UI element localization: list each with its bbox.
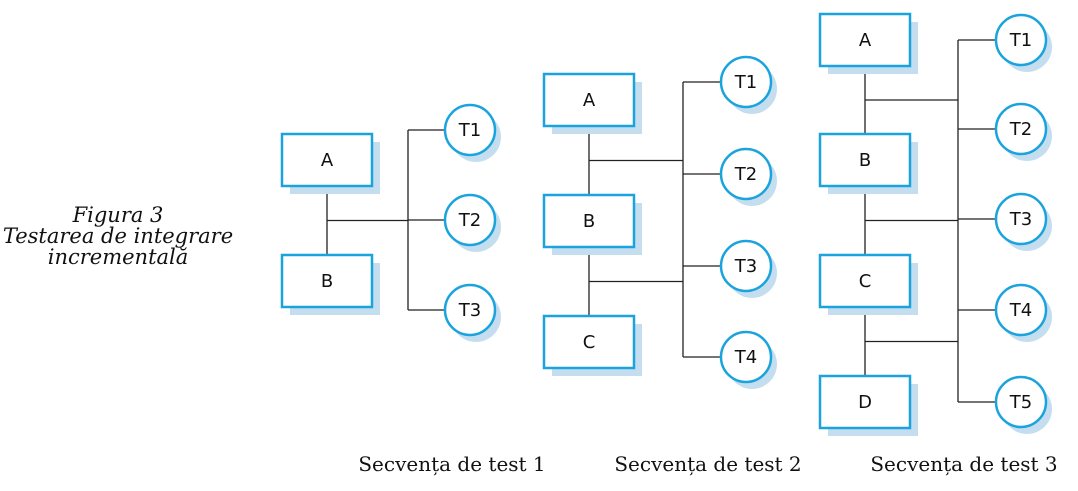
- module-label: A: [583, 90, 596, 111]
- sequence-3-label: Secvența de test 3: [870, 452, 1058, 476]
- module-rect: [542, 193, 636, 249]
- module-label: C: [583, 332, 596, 353]
- module-label: C: [859, 271, 872, 292]
- test-circle: [443, 193, 497, 247]
- module-box-a: A: [280, 132, 380, 194]
- test-circle: [994, 102, 1048, 156]
- module-label: D: [858, 392, 872, 413]
- caption-line-2: Testarea de integrare: [2, 224, 234, 248]
- module-box-a: A: [542, 72, 642, 134]
- test-node-t3: T3: [994, 192, 1052, 251]
- test-circle: [719, 147, 773, 201]
- module-box-b: B: [280, 253, 380, 315]
- module-rect: [542, 72, 636, 128]
- test-node-t4: T4: [994, 283, 1052, 342]
- module-box-a: A: [818, 12, 918, 74]
- test-label: T5: [1009, 392, 1032, 413]
- figure-caption: Figura 3 Testarea de integrare increment…: [0, 205, 236, 268]
- module-box-b: B: [818, 132, 918, 194]
- sequence-1-label: Secvența de test 1: [358, 452, 546, 476]
- test-node-t3: T3: [719, 239, 777, 298]
- test-label: T3: [734, 256, 757, 277]
- test-node-t2: T2: [994, 102, 1052, 161]
- test-label: T3: [1009, 209, 1032, 230]
- test-circle: [443, 283, 497, 337]
- test-label: T1: [734, 72, 757, 93]
- module-rect: [818, 132, 912, 188]
- test-circle: [443, 103, 497, 157]
- caption-line-1: Figura 3: [72, 203, 164, 227]
- test-node-t1: T1: [443, 103, 501, 162]
- test-circle: [719, 239, 773, 293]
- test-label: T3: [458, 300, 481, 321]
- test-label: T2: [1009, 119, 1032, 140]
- test-circle: [719, 330, 773, 384]
- module-label: A: [859, 30, 872, 51]
- module-rect: [818, 12, 912, 68]
- test-label: T1: [1009, 30, 1032, 51]
- test-node-t1: T1: [719, 55, 777, 114]
- module-rect: [280, 132, 374, 188]
- module-rect: [542, 314, 636, 370]
- module-box-c: C: [818, 253, 918, 315]
- test-circle: [994, 283, 1048, 337]
- module-box-b: B: [542, 193, 642, 255]
- test-circle: [994, 375, 1048, 429]
- test-label: T2: [458, 210, 481, 231]
- test-node-t1: T1: [994, 13, 1052, 72]
- test-node-t4: T4: [719, 330, 777, 389]
- module-box-c: C: [542, 314, 642, 376]
- test-node-t5: T5: [994, 375, 1052, 434]
- module-rect: [280, 253, 374, 309]
- module-label: A: [321, 150, 334, 171]
- test-circle: [994, 192, 1048, 246]
- test-node-t2: T2: [719, 147, 777, 206]
- sequence-2-label: Secvența de test 2: [614, 452, 802, 476]
- test-label: T1: [458, 120, 481, 141]
- test-label: T4: [734, 347, 757, 368]
- test-node-t3: T3: [443, 283, 501, 342]
- test-circle: [994, 13, 1048, 67]
- test-label: T4: [1009, 300, 1032, 321]
- caption-line-3: incrementală: [47, 245, 189, 269]
- module-box-d: D: [818, 374, 918, 436]
- module-label: B: [321, 271, 333, 292]
- module-rect: [818, 374, 912, 430]
- module-rect: [818, 253, 912, 309]
- test-node-t2: T2: [443, 193, 501, 252]
- module-label: B: [583, 211, 595, 232]
- module-label: B: [859, 150, 871, 171]
- test-label: T2: [734, 164, 757, 185]
- test-circle: [719, 55, 773, 109]
